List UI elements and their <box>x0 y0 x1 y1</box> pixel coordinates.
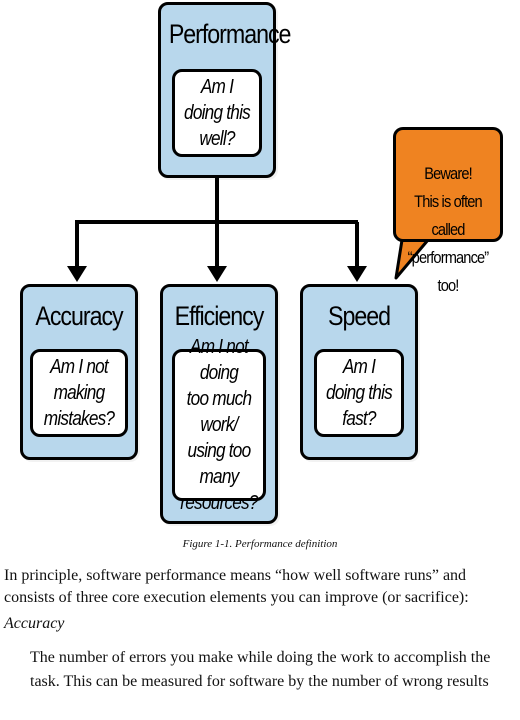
speed-node: Speed Am I doing this fast? <box>300 284 418 460</box>
accuracy-question: Am I not making mistakes? <box>30 349 128 437</box>
callout-text: Beware! This is often called “performanc… <box>393 132 503 300</box>
arrowhead-efficiency <box>207 266 227 282</box>
efficiency-node: Efficiency Am I not doing too much work/… <box>160 284 278 524</box>
performance-question-text: Am I doing this well? <box>184 76 251 150</box>
performance-node: Performance Am I doing this well? <box>158 2 292 178</box>
accuracy-definition: The number of errors you make while doin… <box>30 649 491 690</box>
speed-question-text: Am I doing this fast? <box>326 356 393 430</box>
intro-paragraph: In principle, software performance means… <box>4 567 469 606</box>
arrowhead-accuracy <box>67 266 87 282</box>
arrowhead-speed <box>347 266 367 282</box>
performance-diagram: Performance Am I doing this well? Accura… <box>20 2 503 524</box>
accuracy-question-text: Am I not making mistakes? <box>43 356 115 430</box>
efficiency-question: Am I not doing too much work/ using too … <box>172 336 266 514</box>
term-accuracy: Accuracy <box>4 615 65 632</box>
speed-title: Speed <box>327 301 391 331</box>
accuracy-title: Accuracy <box>35 301 123 331</box>
speed-question: Am I doing this fast? <box>314 349 404 437</box>
efficiency-title: Efficiency <box>174 301 265 331</box>
callout-label: Beware! This is often called “performanc… <box>407 164 489 295</box>
accuracy-node: Accuracy Am I not making mistakes? <box>20 284 138 460</box>
figure-caption: Figure 1-1. Performance definition <box>182 538 338 550</box>
efficiency-question-text: Am I not doing too much work/ using too … <box>180 336 258 514</box>
callout-bubble <box>393 127 503 242</box>
performance-question: Am I doing this well? <box>172 69 262 157</box>
performance-title: Performance <box>168 19 292 49</box>
